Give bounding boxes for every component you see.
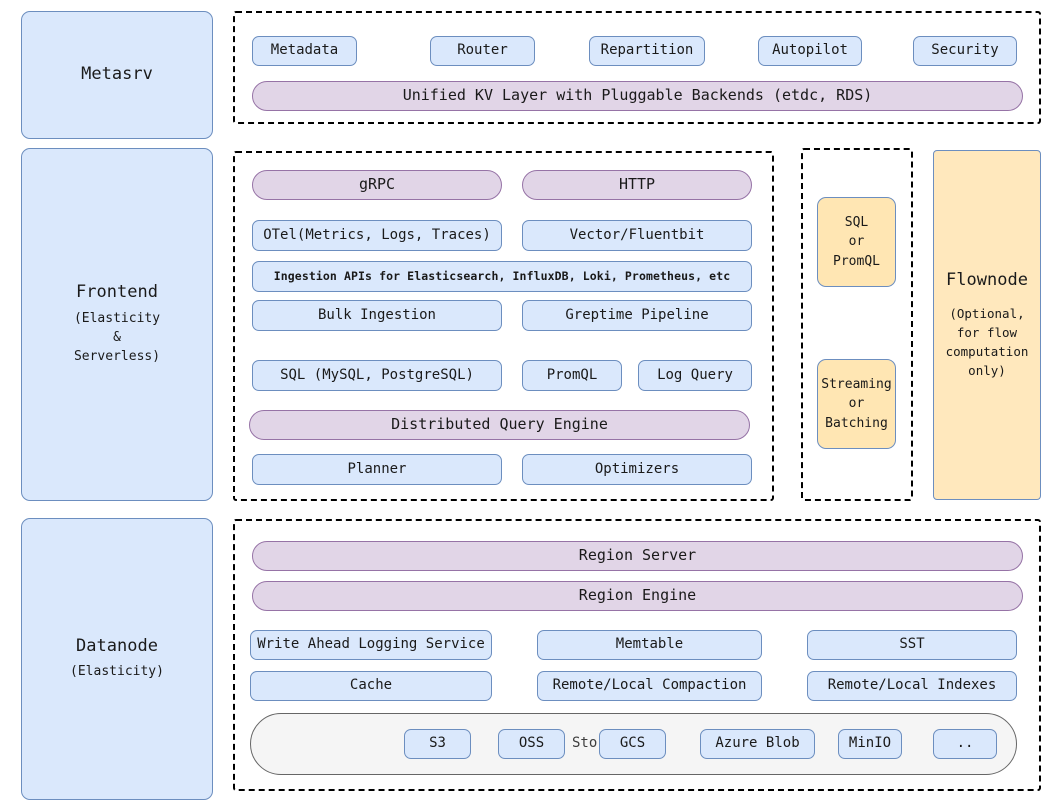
label: Write Ahead Logging Service	[257, 636, 485, 653]
label: GCS	[619, 735, 646, 752]
datanode-remote-local-compaction[interactable]: Remote/Local Compaction	[537, 671, 762, 701]
lane-title-datanode: Datanode	[76, 635, 158, 656]
lane-subtitle-datanode: (Elasticity)	[70, 664, 164, 680]
label: Remote/Local Indexes	[827, 677, 997, 694]
flownode-panel[interactable]: Flownode (Optional, for flow computation…	[933, 150, 1041, 500]
frontend-greptime-pipeline[interactable]: Greptime Pipeline	[522, 300, 752, 331]
label: Bulk Ingestion	[317, 306, 436, 323]
label: Ingestion APIs for Elasticsearch, Influx…	[273, 269, 731, 284]
object-storage-backend-s3[interactable]: S3	[404, 729, 471, 759]
metasrv-component-router[interactable]: Router	[430, 36, 535, 66]
frontend-engine-optimizers[interactable]: Optimizers	[522, 454, 752, 485]
datanode-sst[interactable]: SST	[807, 630, 1017, 660]
label: Streaming or Batching	[821, 376, 892, 431]
label: Memtable	[615, 636, 684, 653]
region-engine[interactable]: Region Engine	[252, 581, 1023, 611]
frontend-protocol-grpc[interactable]: gRPC	[252, 170, 502, 200]
label: Distributed Query Engine	[391, 415, 608, 434]
metasrv-component-autopilot[interactable]: Autopilot	[758, 36, 862, 66]
flow-input-streaming-or-batching[interactable]: Streaming or Batching	[817, 359, 896, 449]
frontend-query-promql[interactable]: PromQL	[522, 360, 622, 391]
frontend-engine-planner[interactable]: Planner	[252, 454, 502, 485]
label: Log Query	[657, 366, 733, 383]
object-storage-backend-oss[interactable]: OSS	[498, 729, 565, 759]
label: HTTP	[618, 175, 656, 194]
flownode-title: Flownode	[946, 269, 1028, 290]
frontend-protocol-http[interactable]: HTTP	[522, 170, 752, 200]
lane-label-frontend: Frontend (Elasticity & Serverless)	[21, 148, 213, 501]
metasrv-component-metadata[interactable]: Metadata	[252, 36, 357, 66]
flow-input-sql-or-promql[interactable]: SQL or PromQL	[817, 197, 896, 287]
label: Repartition	[600, 42, 694, 59]
label: Vector/Fluentbit	[569, 226, 705, 243]
metasrv-container	[233, 11, 1041, 124]
frontend-ingest-otel[interactable]: OTel(Metrics, Logs, Traces)	[252, 220, 502, 251]
label: Planner	[347, 460, 407, 477]
label: Region Server	[578, 546, 697, 565]
frontend-ingestion-apis[interactable]: Ingestion APIs for Elasticsearch, Influx…	[252, 261, 752, 292]
label: Security	[931, 42, 999, 59]
frontend-bulk-ingestion[interactable]: Bulk Ingestion	[252, 300, 502, 331]
object-storage-backend-minio[interactable]: MinIO	[838, 729, 902, 759]
datanode-memtable[interactable]: Memtable	[537, 630, 762, 660]
frontend-query-log-query[interactable]: Log Query	[638, 360, 752, 391]
object-storage-backend-azure-blob[interactable]: Azure Blob	[700, 729, 815, 759]
label: Autopilot	[772, 42, 848, 59]
lane-subtitle-frontend: (Elasticity & Serverless)	[73, 311, 161, 364]
label: Metadata	[270, 42, 339, 59]
label: Azure Blob	[715, 735, 800, 752]
label: Unified KV Layer with Pluggable Backends…	[402, 86, 873, 105]
label: OSS	[518, 735, 545, 752]
frontend-query-sql[interactable]: SQL (MySQL, PostgreSQL)	[252, 360, 502, 391]
label: Region Engine	[578, 586, 697, 605]
datanode-wal-service[interactable]: Write Ahead Logging Service	[250, 630, 492, 660]
unified-kv-layer[interactable]: Unified KV Layer with Pluggable Backends…	[252, 81, 1023, 111]
label: Router	[457, 42, 508, 59]
label: Cache	[349, 677, 393, 694]
label: SQL (MySQL, PostgreSQL)	[280, 366, 474, 383]
label: SQL or PromQL	[833, 214, 880, 269]
datanode-remote-local-indexes[interactable]: Remote/Local Indexes	[807, 671, 1017, 701]
label: OTel(Metrics, Logs, Traces)	[263, 226, 491, 243]
frontend-ingest-vector-fluentbit[interactable]: Vector/Fluentbit	[522, 220, 752, 251]
object-storage-backend-more[interactable]: ..	[933, 729, 997, 759]
lane-label-metasrv: Metasrv	[21, 11, 213, 139]
distributed-query-engine[interactable]: Distributed Query Engine	[249, 410, 750, 440]
flow-inputs-container	[801, 148, 913, 501]
metasrv-component-repartition[interactable]: Repartition	[589, 36, 705, 66]
region-server[interactable]: Region Server	[252, 541, 1023, 571]
label: gRPC	[358, 175, 396, 194]
label: ..	[956, 735, 974, 752]
lane-label-datanode: Datanode (Elasticity)	[21, 518, 213, 800]
lane-title-metasrv: Metasrv	[81, 64, 153, 85]
label: SST	[899, 636, 925, 653]
label: S3	[429, 735, 446, 752]
datanode-cache[interactable]: Cache	[250, 671, 492, 701]
label: MinIO	[848, 735, 892, 752]
label: PromQL	[546, 366, 598, 383]
metasrv-component-security[interactable]: Security	[913, 36, 1017, 66]
label: Greptime Pipeline	[565, 306, 709, 323]
label: Optimizers	[594, 460, 680, 477]
flownode-subtitle: (Optional, for flow computation only)	[945, 306, 1029, 378]
frontend-container	[233, 151, 774, 501]
label: Remote/Local Compaction	[552, 677, 747, 694]
lane-title-frontend: Frontend	[76, 282, 158, 303]
datanode-container	[233, 519, 1041, 791]
object-storage-backend-gcs[interactable]: GCS	[599, 729, 666, 759]
